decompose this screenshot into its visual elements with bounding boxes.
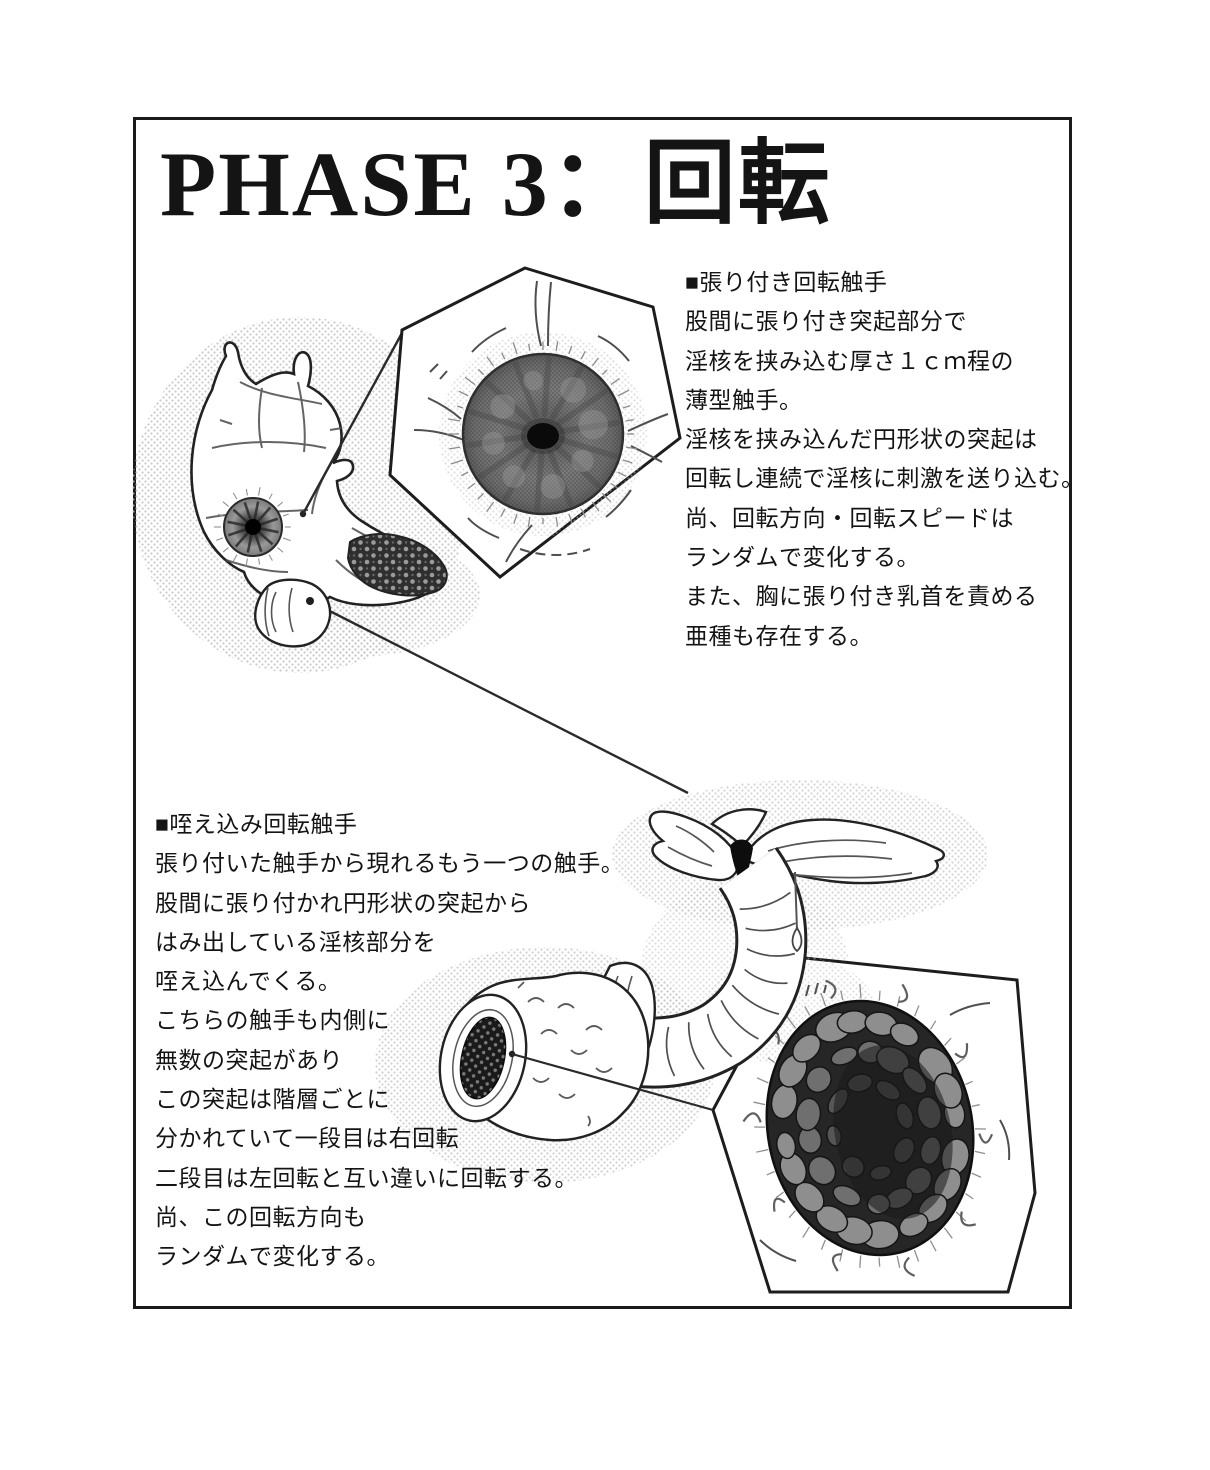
text-line: 淫核を挟み込む厚さ１ｃｍ程の (685, 348, 1014, 374)
fluid-drip (791, 871, 803, 953)
tube-tentacle-illustration (619, 846, 808, 1089)
honeycomb-flap (346, 533, 448, 597)
tube-creases (640, 891, 796, 1077)
text-line: 亜種も存在する。 (685, 623, 873, 649)
disc-spokes (465, 356, 621, 512)
text-line: 無数の突起があり (155, 1047, 343, 1073)
text-line: 回転し連続で淫核に刺激を送り込む。 (685, 466, 1085, 492)
text-line: この突起は階層ごとに (155, 1087, 390, 1113)
rotating-disc-detail (446, 341, 638, 528)
callout-line-top (299, 332, 404, 518)
pinwheel-orifice (213, 487, 291, 567)
nub-lined-orifice-detail (742, 979, 993, 1277)
sucker-head-illustration (438, 961, 656, 1142)
patch-tentacle-illustration (190, 341, 448, 648)
callout-dot (306, 597, 314, 605)
disc-fringe (446, 341, 638, 528)
left-flap (648, 810, 742, 882)
text-line: 尚、この回転方向も (155, 1204, 367, 1230)
section-heading: ■張り付き回転触手 (685, 270, 888, 295)
text-line: ランダムで変化する。 (685, 545, 920, 571)
text-line: また、胸に張り付き乳首を責める (685, 584, 1038, 610)
text-line: 二段目は左回転と互い違いに回転する。 (155, 1165, 578, 1191)
text-line: 分かれていて一段目は右回転 (155, 1126, 460, 1152)
text-line: 薄型触手。 (685, 387, 803, 413)
text-line: 淫核を挟み込んだ円形状の突起は (685, 427, 1038, 453)
text-line: 張り付いた触手から現れるもう一つの触手。 (155, 851, 625, 877)
text-line: 尚、回転方向・回転スピードは (685, 505, 1014, 531)
text-line: 股間に張り付かれ円形状の突起から (155, 890, 531, 916)
text-line: 咥え込んでくる。 (155, 969, 342, 995)
section-biting-rotating-tentacle: ■咥え込み回転触手 張り付いた触手から現れるもう一つの触手。 股間に張り付かれ円… (155, 805, 624, 1277)
right-flap (742, 818, 945, 885)
callout-line-long (309, 599, 689, 795)
lips-gap (730, 839, 753, 887)
text-line: ランダムで変化する。 (155, 1244, 390, 1270)
page-border (133, 117, 1072, 1309)
head-bumps (517, 981, 613, 1127)
flesh-creases (759, 982, 1011, 1262)
orifice-fringe (742, 979, 993, 1277)
section-sticking-rotating-tentacle: ■張り付き回転触手 股間に張り付き突起部分で 淫核を挟み込む厚さ１ｃｍ程の 薄型… (685, 263, 1085, 656)
text-line: はみ出している淫核部分を (155, 929, 437, 955)
magnifier-hexagon-top (388, 266, 682, 579)
text-line: 股間に張り付き突起部分で (685, 309, 967, 335)
bottom-bulb (254, 578, 332, 648)
page-title: PHASE 3：回転 (160, 133, 832, 235)
callout-line-bottom (508, 1050, 714, 1112)
section-heading: ■咥え込み回転触手 (155, 812, 358, 837)
pinwheel-spokes (213, 487, 291, 567)
disc-center (527, 423, 559, 449)
text-line: こちらの触手も内側に (155, 1008, 390, 1034)
attached-lips-illustration (648, 808, 945, 887)
